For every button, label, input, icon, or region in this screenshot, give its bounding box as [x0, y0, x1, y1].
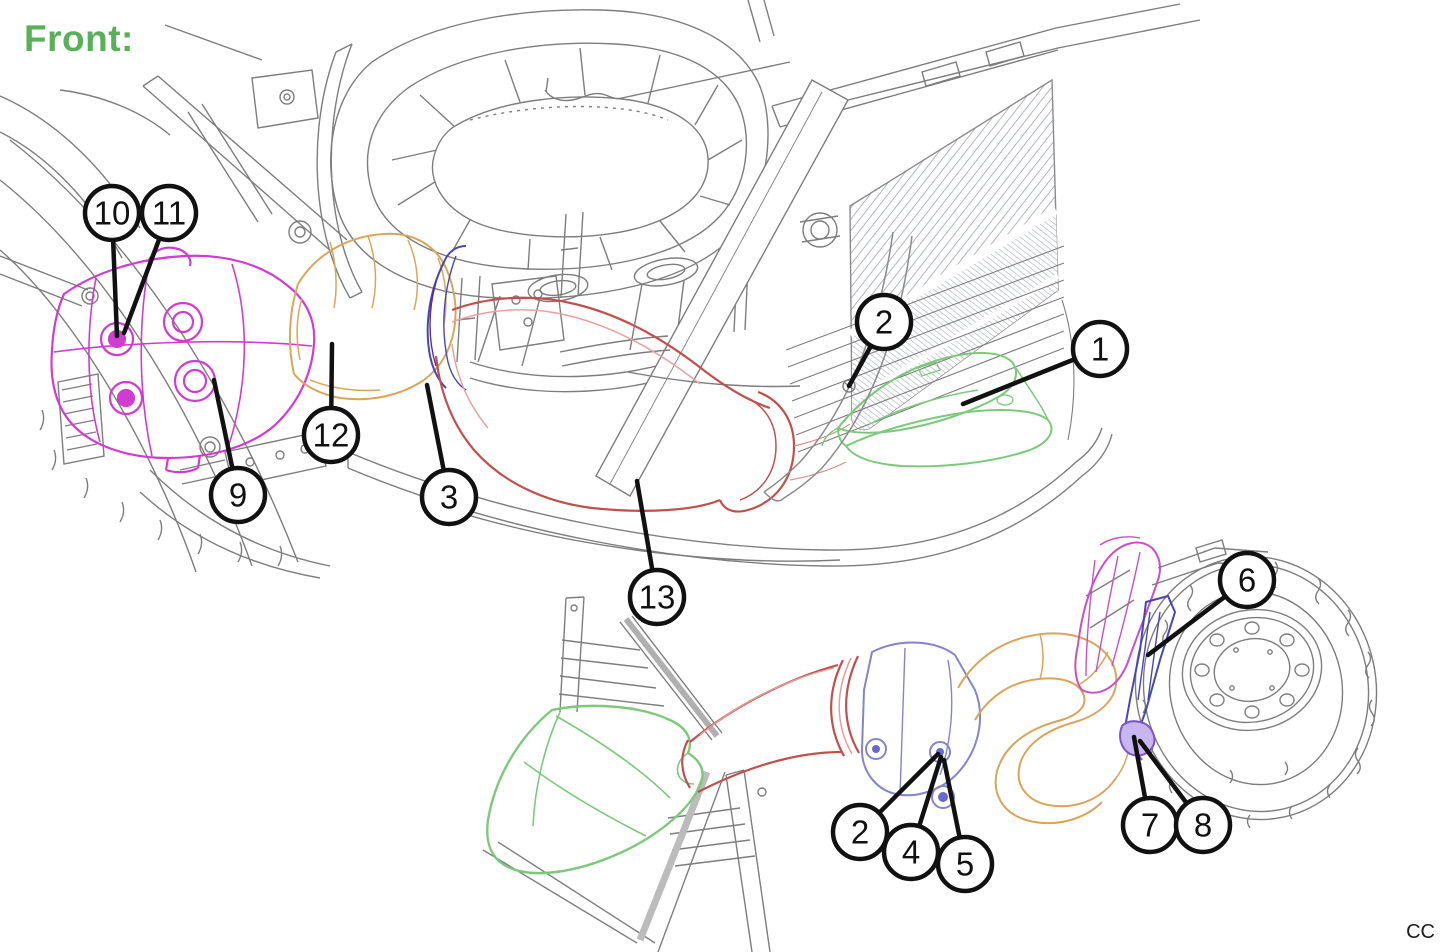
lower-frame-artwork [482, 596, 771, 952]
callout-circle [208, 465, 268, 525]
callout-3: 3 [419, 382, 479, 527]
callout-2: 2 [830, 751, 941, 862]
callout-12: 12 [301, 341, 361, 465]
callout-8: 8 [1137, 738, 1233, 855]
callout-number: 9 [229, 477, 247, 514]
green-scoop-artwork [486, 704, 704, 875]
green-duct-artwork [821, 352, 1053, 468]
callout-10: 10 [82, 183, 142, 339]
center-bracket-artwork [456, 275, 671, 367]
orange-y-pipe-artwork [288, 232, 457, 401]
callout-number: 4 [902, 834, 920, 871]
callout-number: 5 [956, 846, 974, 883]
callout-6: 6 [1145, 550, 1277, 658]
callout-9: 9 [208, 377, 268, 525]
callout-number: 2 [875, 304, 893, 341]
callout-number: 2 [851, 814, 869, 851]
lower-red-hose-artwork [681, 655, 860, 793]
sleeve-adapter-artwork [860, 641, 982, 809]
red-hose-artwork [434, 296, 851, 513]
callout-13: 13 [627, 478, 687, 627]
callout-4: 4 [881, 754, 944, 882]
blue-bracket-artwork [1122, 594, 1177, 740]
callout-number: 12 [313, 417, 350, 454]
callout-circle [854, 292, 914, 352]
front-suspension-artwork [0, 24, 348, 307]
callout-circle [1070, 319, 1130, 379]
orange-s-hose-artwork [957, 632, 1129, 825]
callout-1: 1 [960, 319, 1130, 407]
callout-number: 8 [1194, 807, 1212, 844]
attribution-label: CC [1406, 921, 1435, 943]
callout-circle [1217, 550, 1277, 610]
callout-number: 10 [94, 195, 131, 232]
callout-number: 11 [152, 195, 186, 232]
floor-rails-artwork [347, 427, 1113, 567]
curved-vane-artwork [763, 231, 913, 502]
magenta-funnel-artwork [1074, 536, 1161, 694]
callout-circle [627, 567, 687, 627]
callout-circle [139, 183, 199, 243]
front-view-label: Front: [24, 18, 134, 59]
callout-circle [82, 183, 142, 243]
callout-2: 2 [846, 292, 914, 389]
callout-number: 1 [1091, 331, 1109, 368]
callout-number: 3 [440, 479, 458, 516]
callout-5: 5 [935, 757, 995, 894]
callout-number: 7 [1141, 807, 1159, 844]
callout-circle [301, 405, 361, 465]
callout-number: 13 [639, 579, 676, 616]
callout-circle [1173, 795, 1233, 855]
callout-circle [935, 834, 995, 894]
callout-11: 11 [121, 183, 199, 336]
magenta-adapter-artwork [50, 246, 316, 474]
frame-strut-artwork [595, 47, 1059, 497]
callout-circle [419, 467, 479, 527]
callout-number: 6 [1238, 562, 1256, 599]
callout-circle [881, 822, 941, 882]
callout-circle [830, 802, 890, 862]
